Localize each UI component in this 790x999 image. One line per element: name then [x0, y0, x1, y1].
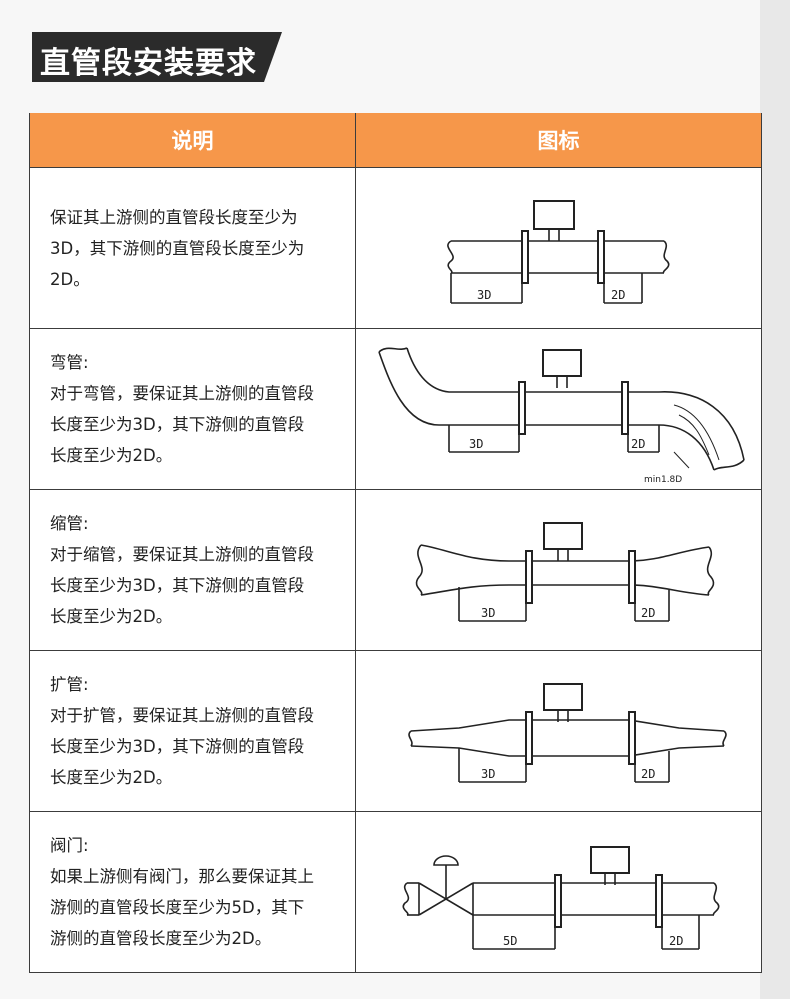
requirements-table: 说明 图标 保证其上游侧的直管段长度至少为 3D，其下游侧的直管段长度至少为 2… [29, 113, 762, 973]
min-radius-label: min1.8D [644, 475, 682, 485]
page-title: 直管段安装要求 [40, 46, 257, 81]
section-title-banner: 直管段安装要求 [32, 32, 282, 82]
description-line: 长度至少为2D。 [50, 768, 173, 787]
column-header-diagram: 图标 [355, 113, 762, 168]
valve-pipe-diagram: 5D 2D [402, 846, 719, 950]
title-banner-shape [32, 32, 282, 82]
dimension-label: 5D [503, 934, 517, 948]
reducer-pipe-diagram: 3D 2D [415, 522, 714, 622]
description-line: 阀门: [50, 836, 89, 855]
description-line: 游侧的直管段长度至少为5D，其下 [50, 898, 305, 917]
dimension-label: 3D [481, 767, 495, 781]
row-description: 保证其上游侧的直管段长度至少为 3D，其下游侧的直管段长度至少为 2D。 [29, 167, 356, 329]
dimension-label: 3D [481, 606, 495, 620]
row-diagram: 3D 2D [355, 489, 762, 651]
table-row: 弯管: 对于弯管，要保证其上游侧的直管段 长度至少为3D，其下游侧的直管段 长度… [29, 328, 762, 490]
row-description: 缩管: 对于缩管，要保证其上游侧的直管段 长度至少为3D，其下游侧的直管段 长度… [29, 489, 356, 651]
dimension-label: 2D [641, 767, 655, 781]
description-line: 长度至少为3D，其下游侧的直管段 [50, 576, 305, 595]
table-row: 缩管: 对于缩管，要保证其上游侧的直管段 长度至少为3D，其下游侧的直管段 长度… [29, 489, 762, 651]
column-header-description: 说明 [29, 113, 356, 168]
description-line: 3D，其下游侧的直管段长度至少为 [50, 238, 305, 258]
dimension-label: 2D [641, 606, 655, 620]
description-line: 扩管: [50, 675, 89, 694]
description-line: 长度至少为3D，其下游侧的直管段 [50, 737, 305, 756]
expander-pipe-diagram: 3D 2D [407, 683, 727, 783]
elbow-pipe-diagram: 3D 2D min1.8D [377, 347, 745, 485]
dimension-label: 2D [611, 288, 625, 302]
description-line: 2D。 [50, 269, 90, 289]
dimension-label: 3D [469, 437, 483, 451]
page-scrollbar[interactable] [760, 0, 790, 999]
dimension-label: 2D [631, 437, 645, 451]
description-line: 对于扩管，要保证其上游侧的直管段 [50, 706, 314, 725]
description-line: 保证其上游侧的直管段长度至少为 [50, 207, 298, 227]
table-row: 扩管: 对于扩管，要保证其上游侧的直管段 长度至少为3D，其下游侧的直管段 长度… [29, 650, 762, 812]
description-line: 长度至少为3D，其下游侧的直管段 [50, 415, 305, 434]
description-line: 长度至少为2D。 [50, 607, 173, 626]
description-line: 游侧的直管段长度至少为2D。 [50, 929, 272, 948]
description-line: 如果上游侧有阀门，那么要保证其上 [50, 867, 314, 886]
description-line: 长度至少为2D。 [50, 446, 173, 465]
dimension-label: 2D [669, 934, 683, 948]
description-line: 缩管: [50, 514, 89, 533]
straight-pipe-diagram: 3D 2D [446, 200, 669, 304]
row-diagram: 3D 2D [355, 167, 762, 329]
row-diagram: 3D 2D min1.8D [355, 328, 762, 490]
row-diagram: 3D 2D [355, 650, 762, 812]
description-line: 对于弯管，要保证其上游侧的直管段 [50, 384, 314, 403]
description-line: 对于缩管，要保证其上游侧的直管段 [50, 545, 314, 564]
table-row: 保证其上游侧的直管段长度至少为 3D，其下游侧的直管段长度至少为 2D。 [29, 167, 762, 329]
row-description: 阀门: 如果上游侧有阀门，那么要保证其上 游侧的直管段长度至少为5D，其下 游侧… [29, 811, 356, 973]
description-line: 弯管: [50, 353, 89, 372]
row-diagram: 5D 2D [355, 811, 762, 973]
table-row: 阀门: 如果上游侧有阀门，那么要保证其上 游侧的直管段长度至少为5D，其下 游侧… [29, 811, 762, 973]
row-description: 扩管: 对于扩管，要保证其上游侧的直管段 长度至少为3D，其下游侧的直管段 长度… [29, 650, 356, 812]
dimension-label: 3D [477, 288, 491, 302]
row-description: 弯管: 对于弯管，要保证其上游侧的直管段 长度至少为3D，其下游侧的直管段 长度… [29, 328, 356, 490]
table-header-row: 说明 图标 [29, 113, 762, 168]
